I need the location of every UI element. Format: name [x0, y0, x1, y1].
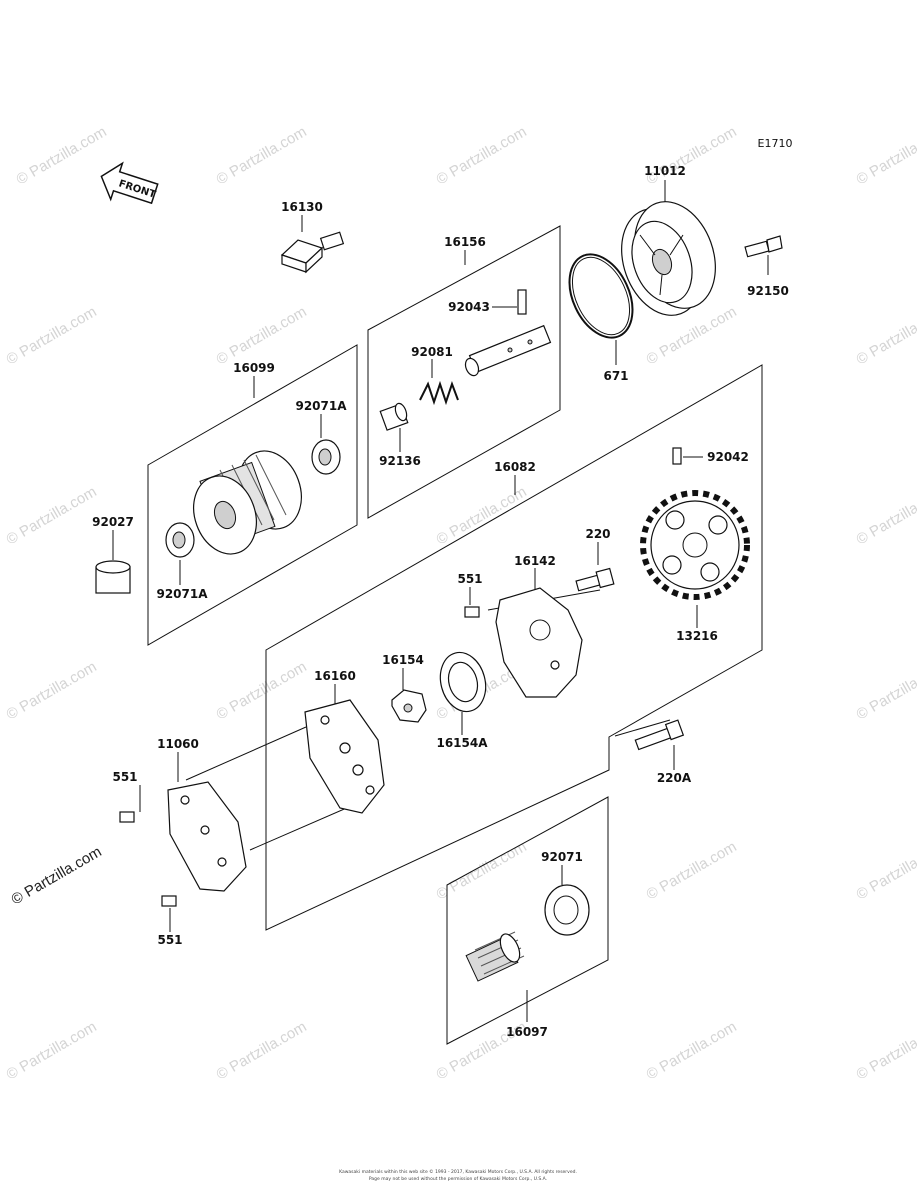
watermark: © Partzilla.com	[854, 123, 917, 188]
part-11012-oil-pump-cover	[621, 201, 716, 316]
part-16097-strainer	[465, 931, 525, 982]
watermark: © Partzilla.com	[854, 838, 917, 903]
label-16130: 16130	[281, 200, 323, 214]
part-92042-pin	[672, 447, 682, 465]
part-13216-gear	[640, 490, 750, 600]
part-16154A-outer-rotor	[439, 651, 487, 713]
part-92027-sleeve	[95, 560, 131, 594]
part-220-bolt	[575, 567, 615, 592]
diagram-code: E1710	[758, 137, 793, 150]
part-92043-pin	[517, 289, 527, 315]
watermark: © Partzilla.com	[644, 1018, 740, 1083]
watermark: © Partzilla.com	[4, 483, 100, 548]
watermark: © Partzilla.com	[214, 123, 310, 188]
label-16154: 16154	[382, 653, 424, 667]
watermark-layer: © Partzilla.com © Partzilla.com © Partzi…	[4, 123, 917, 1083]
label-92071A-top: 92071A	[295, 399, 347, 413]
group-outlines	[147, 225, 763, 1045]
part-92071A-seal-bottom	[165, 522, 195, 558]
watermark: © Partzilla.com	[214, 303, 310, 368]
part-92081-spring	[419, 380, 459, 406]
watermark: © Partzilla.com	[4, 1018, 100, 1083]
watermark: © Partzilla.com	[644, 838, 740, 903]
label-220: 220	[585, 527, 610, 541]
copyright-line-1: Kawasaki materials within this web site …	[339, 1168, 577, 1175]
part-16156-relief-valve	[464, 324, 552, 377]
watermark: © Partzilla.com	[434, 123, 530, 188]
label-16097: 16097	[506, 1025, 548, 1039]
part-220A-bolt	[634, 719, 685, 751]
label-551-upper: 551	[457, 572, 482, 586]
label-16160: 16160	[314, 669, 356, 683]
label-92027: 92027	[92, 515, 134, 529]
watermark: © Partzilla.com	[644, 303, 740, 368]
label-551-left: 551	[112, 770, 137, 784]
watermark: © Partzilla.com	[214, 1018, 310, 1083]
pump-group-box	[265, 364, 763, 931]
part-16142-pump-body	[495, 587, 583, 698]
part-92071-seal	[544, 884, 590, 936]
part-551-dowel-left	[119, 811, 135, 823]
watermark: © Partzilla.com	[644, 123, 740, 188]
watermark: © Partzilla.com	[854, 483, 917, 548]
label-92042: 92042	[707, 450, 749, 464]
label-11012: 11012	[644, 164, 686, 178]
label-92150: 92150	[747, 284, 789, 298]
watermark: © Partzilla.com	[854, 1018, 917, 1083]
filter-group-box	[147, 344, 358, 646]
part-labels: 11012 92150 671 16130 16156 92043 92081 …	[92, 164, 789, 1039]
label-16142: 16142	[514, 554, 556, 568]
label-16156: 16156	[444, 235, 486, 249]
label-11060: 11060	[157, 737, 199, 751]
watermark: © Partzilla.com	[4, 658, 100, 723]
part-16154-inner-rotor	[391, 689, 427, 723]
part-92150-bolt	[744, 235, 783, 258]
part-551-dowel-bottom	[161, 895, 177, 907]
copyright-line-2: Page may not be used without the permiss…	[369, 1176, 547, 1182]
label-92136: 92136	[379, 454, 421, 468]
part-11060-gasket	[167, 781, 247, 892]
part-551-dowel-upper	[464, 606, 480, 618]
watermark-dark: © Partzilla.com	[9, 843, 105, 908]
part-92136-piston	[379, 402, 409, 431]
watermark: © Partzilla.com	[4, 303, 100, 368]
label-220A: 220A	[657, 771, 692, 785]
label-671: 671	[603, 369, 628, 383]
watermark: © Partzilla.com	[214, 658, 310, 723]
part-92071A-seal-top	[311, 439, 341, 475]
part-16160-plate	[304, 699, 385, 814]
relief-valve-group-box	[367, 225, 561, 519]
watermark: © Partzilla.com	[854, 303, 917, 368]
label-92071A-bottom: 92071A	[156, 587, 208, 601]
part-16130-fitting	[280, 231, 345, 274]
label-13216: 13216	[676, 629, 718, 643]
label-92081: 92081	[411, 345, 453, 359]
front-arrow-icon: FRONT	[100, 161, 159, 205]
label-551-bottom: 551	[157, 933, 182, 947]
watermark: © Partzilla.com	[14, 123, 110, 188]
label-92071: 92071	[541, 850, 583, 864]
strainer-group-box	[446, 796, 609, 1045]
watermark: © Partzilla.com	[854, 658, 917, 723]
label-16082: 16082	[494, 460, 536, 474]
label-16099: 16099	[233, 361, 275, 375]
part-671-o-ring	[568, 253, 634, 339]
label-16154A: 16154A	[436, 736, 488, 750]
part-16099-oil-filter	[193, 450, 302, 555]
label-92043: 92043	[448, 300, 490, 314]
